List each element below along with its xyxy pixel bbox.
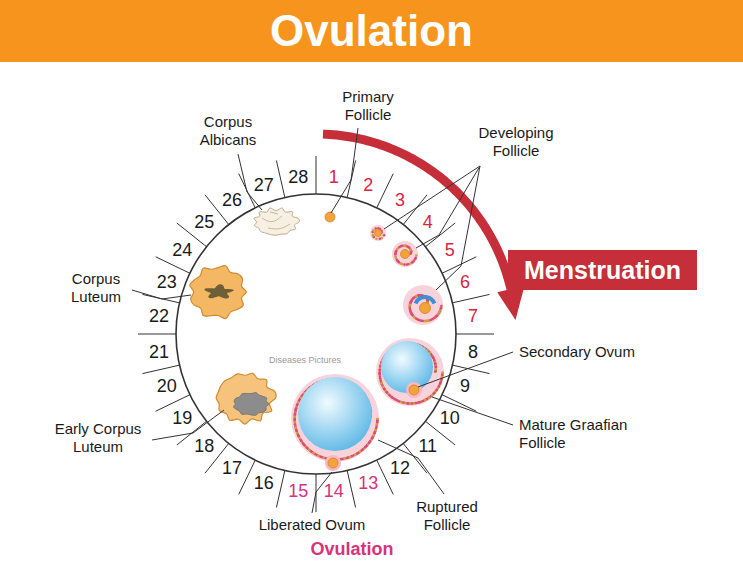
cycle-circle	[176, 194, 456, 474]
ovum	[409, 385, 419, 395]
callout-label: Mature Graafian Follicle	[519, 416, 649, 452]
day-tick	[316, 156, 317, 194]
day-number: 18	[194, 437, 214, 455]
day-number: 19	[172, 409, 192, 427]
day-number: 12	[390, 459, 410, 477]
callout-label: Corpus Luteum	[61, 270, 131, 306]
day-tick	[156, 257, 190, 273]
antrum	[298, 377, 372, 451]
day-number: 23	[157, 273, 177, 291]
phase-label: Menstruation	[524, 255, 681, 285]
day-number: 27	[254, 176, 274, 194]
day-tick	[377, 174, 393, 208]
day-tick	[442, 257, 476, 273]
cumulus	[325, 455, 341, 471]
day-number: 21	[149, 343, 169, 361]
early-corpus-luteum	[216, 373, 276, 424]
ovum	[420, 303, 431, 314]
day-number: 14	[324, 482, 344, 500]
day-number: 7	[468, 307, 478, 325]
day-tick	[347, 470, 355, 507]
day-tick	[456, 334, 494, 335]
day-tick	[276, 470, 284, 507]
callout-label: Corpus Albicans	[188, 113, 268, 149]
title-band: Ovulation	[0, 0, 743, 62]
day-number: 25	[194, 213, 214, 231]
callout-label: Secondary Ovum	[519, 343, 649, 361]
day-number: 26	[222, 191, 242, 209]
follicle	[376, 338, 444, 406]
follicle	[403, 285, 443, 325]
day-number: 11	[418, 437, 437, 455]
day-tick	[452, 294, 489, 302]
corpus-luteum-core	[204, 284, 233, 298]
day-number: 5	[445, 241, 455, 259]
callout-label: Ruptured Follicle	[407, 498, 487, 534]
day-number: 6	[460, 273, 470, 291]
leader-line	[436, 166, 480, 290]
day-tick	[276, 160, 284, 197]
corpus-albicans	[254, 208, 300, 235]
day-number: 16	[254, 474, 274, 492]
phase-label: Ovulation	[282, 539, 422, 560]
callout-label: Primary Follicle	[328, 88, 408, 124]
day-number: 17	[222, 459, 242, 477]
day-number: 15	[288, 482, 308, 500]
leader-line	[416, 166, 480, 248]
follicle	[291, 374, 379, 462]
leader-line	[152, 410, 224, 440]
corpus-luteum	[190, 266, 246, 319]
title-text: Ovulation	[0, 0, 743, 62]
day-number: 1	[329, 168, 339, 186]
ovum	[401, 250, 410, 259]
day-number: 8	[468, 343, 478, 361]
callout-label: Liberated Ovum	[242, 516, 382, 534]
ovum	[375, 230, 382, 237]
day-tick	[138, 334, 176, 335]
phase-box: Menstruation	[508, 250, 697, 290]
clot	[233, 392, 269, 415]
antrum	[381, 341, 433, 393]
follicle	[392, 241, 418, 267]
ovum	[328, 458, 338, 468]
day-number: 4	[423, 213, 433, 231]
callout-label: Developing Follicle	[466, 124, 566, 160]
arrow-head	[497, 286, 524, 320]
day-number: 24	[172, 241, 192, 259]
follicle	[370, 225, 386, 241]
day-number: 22	[149, 307, 169, 325]
callout-label: Early Corpus Luteum	[38, 420, 158, 456]
day-tick	[142, 365, 179, 373]
leader-line	[132, 290, 191, 299]
watermark: Diseases Pictures	[250, 354, 360, 366]
day-number: 2	[363, 176, 373, 194]
day-number: 10	[440, 409, 460, 427]
day-number: 3	[395, 191, 405, 209]
day-number: 13	[358, 474, 378, 492]
day-number: 20	[157, 377, 177, 395]
day-number: 9	[460, 377, 470, 395]
day-number: 28	[288, 168, 308, 186]
ovum	[325, 212, 335, 222]
